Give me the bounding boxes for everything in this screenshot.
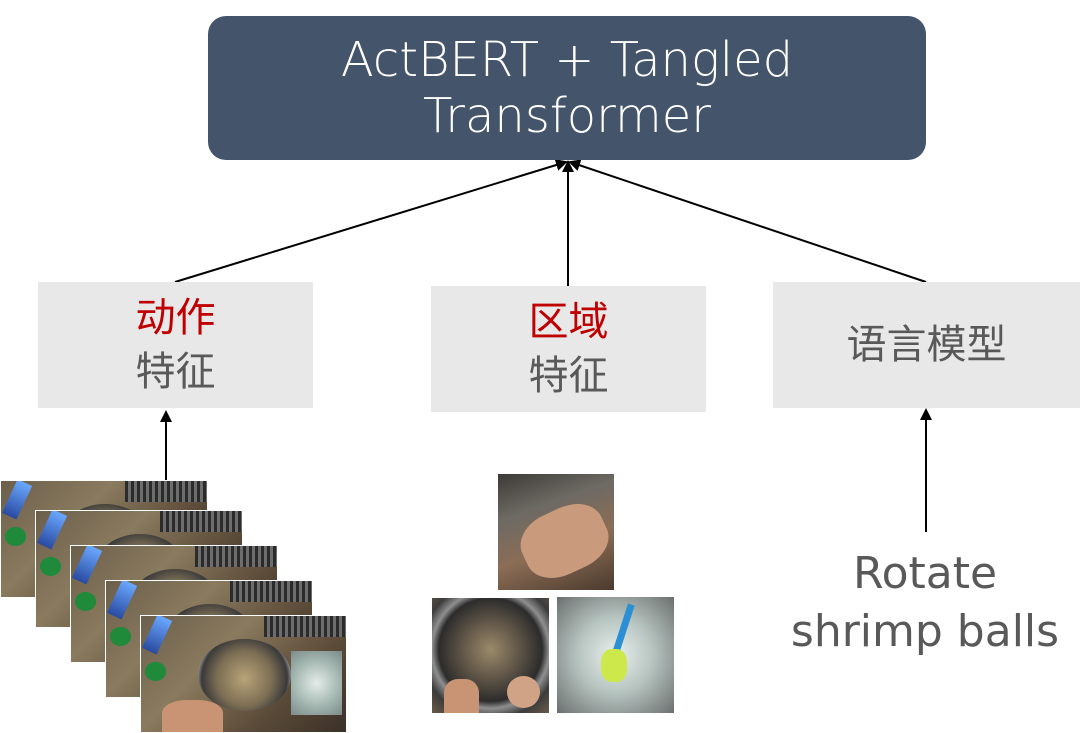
region-crop-pot [432,598,549,713]
model-box: ActBERT + Tangled Transformer [208,16,926,160]
motion-feature-suffix: 特征 [135,349,216,395]
arrow-language-to-model [568,159,927,283]
region-feature-box: 区域 特征 [431,286,706,412]
motion-feature-box: 动作 特征 [38,282,313,408]
caption-line1: Rotate [852,548,998,599]
motion-feature-highlight: 动作 [135,295,216,341]
arrow-motion-to-model [174,159,568,283]
region-feature-suffix: 特征 [528,353,609,399]
region-feature-highlight: 区域 [528,299,609,345]
region-crop-tray [557,597,674,713]
caption-line2: shrimp balls [790,606,1060,657]
language-model-box: 语言模型 [773,282,1080,408]
caption-text: Rotate shrimp balls [770,545,1080,661]
language-model-label: 语言模型 [846,322,1007,368]
region-crop-pan [498,474,614,590]
video-frame-5 [140,615,347,733]
model-title-line2: Transformer [422,88,712,144]
model-title-line1: ActBERT + Tangled [340,32,794,88]
